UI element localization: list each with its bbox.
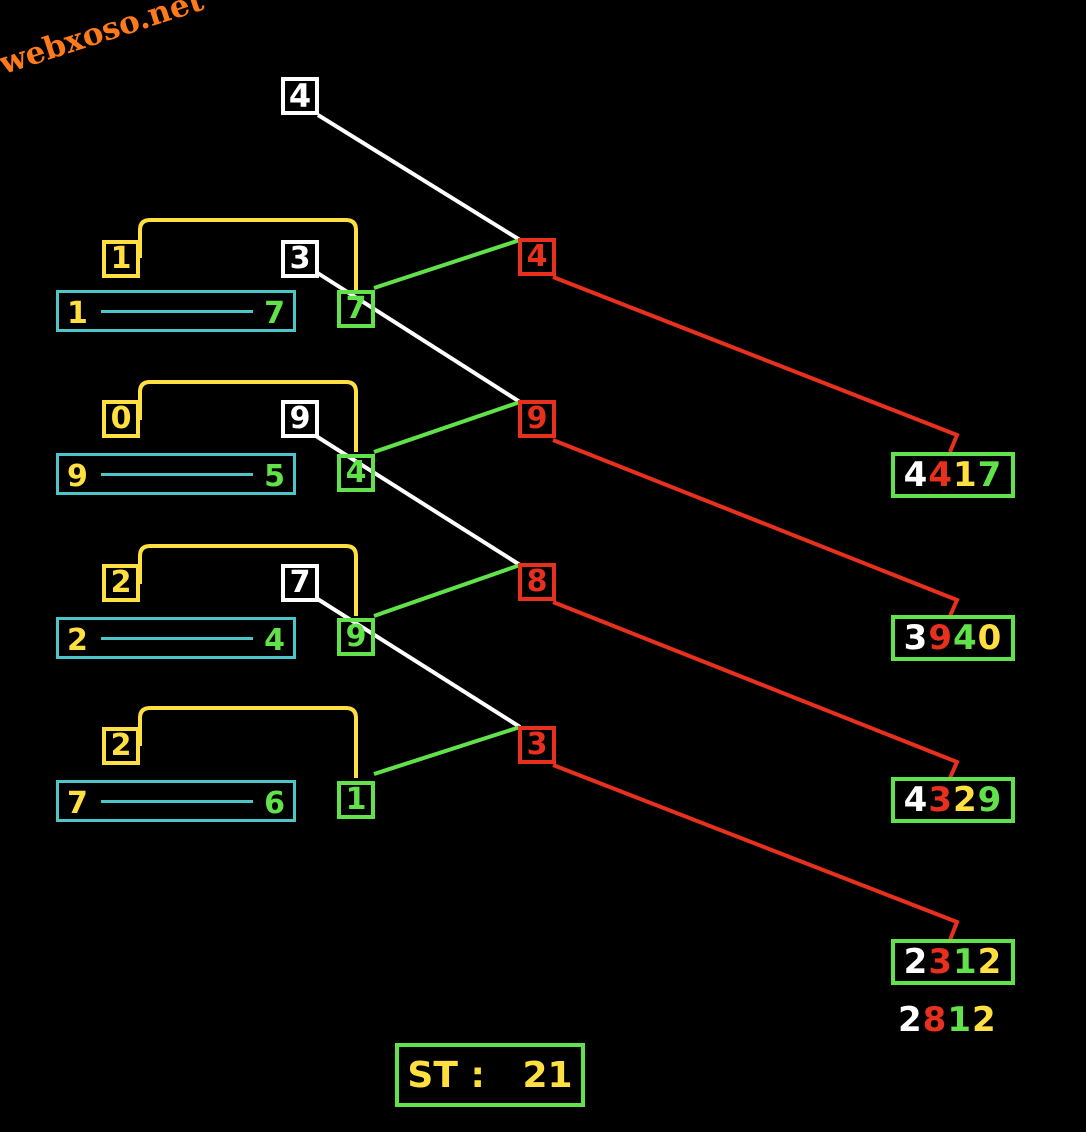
result-digit-4: 2 — [977, 942, 1003, 982]
pair-second-digit: 5 — [264, 459, 285, 494]
pair-box: 9 5 — [56, 453, 296, 495]
green-line-4 — [373, 725, 521, 776]
yellow-digit-box: 2 — [102, 727, 140, 765]
yellow-digit-box: 0 — [102, 400, 140, 438]
pair-box: 2 4 — [56, 617, 296, 659]
pair-first-digit: 7 — [67, 786, 88, 821]
green-line-2 — [373, 400, 521, 454]
final-digit-1: 2 — [898, 1000, 923, 1040]
result-digit-4: 9 — [977, 780, 1003, 820]
st-box: ST : 21 — [395, 1043, 585, 1107]
red-line-4 — [552, 763, 960, 941]
green-line-3 — [373, 563, 521, 618]
result-digit-2: 3 — [928, 780, 953, 820]
result-digit-3: 2 — [953, 780, 978, 820]
green-line-1 — [373, 238, 521, 290]
red-digit-box: 4 — [518, 238, 556, 276]
result-digit-3: 1 — [953, 455, 978, 495]
final-digit-2: 8 — [922, 1000, 948, 1040]
red-digit-box: 9 — [518, 400, 556, 438]
bracket-1 — [138, 218, 358, 290]
green-digit-box: 1 — [337, 781, 375, 819]
red-line-1 — [552, 275, 960, 453]
red-line-3 — [552, 600, 960, 779]
pair-second-digit: 7 — [264, 296, 285, 331]
result-digit-3: 4 — [953, 618, 978, 658]
pair-second-digit: 4 — [264, 623, 285, 658]
green-digit-box: 4 — [337, 454, 375, 492]
white-digit-box: 3 — [281, 240, 319, 278]
white-line-top — [316, 113, 522, 242]
result-digit-2: 9 — [928, 618, 953, 658]
top-digit-box: 4 — [281, 77, 319, 115]
result-digit-4: 0 — [977, 618, 1003, 658]
result-digit-1: 3 — [903, 618, 929, 658]
red-line-2 — [552, 438, 960, 617]
pair-first-digit: 2 — [67, 623, 88, 658]
st-value: 21 — [522, 1054, 573, 1096]
yellow-digit-box: 1 — [102, 240, 140, 278]
result-digit-3: 1 — [953, 942, 978, 982]
result-digit-1: 4 — [903, 780, 929, 820]
pair-first-digit: 1 — [67, 296, 88, 331]
red-digit-box: 3 — [518, 726, 556, 764]
final-number: 2812 — [898, 1000, 1022, 1040]
yellow-digit-box: 2 — [102, 564, 140, 602]
red-digit-box: 8 — [518, 563, 556, 601]
bracket-2 — [138, 380, 358, 452]
white-digit-box: 9 — [281, 400, 319, 438]
result-digit-4: 7 — [977, 455, 1003, 495]
pair-second-digit: 6 — [264, 786, 285, 821]
final-digit-3: 1 — [947, 1000, 973, 1040]
bracket-4 — [138, 706, 358, 778]
result-digit-1: 2 — [903, 942, 929, 982]
white-digit-box: 7 — [281, 564, 319, 602]
pair-first-digit: 9 — [67, 459, 88, 494]
result-digit-2: 4 — [928, 455, 953, 495]
pair-connector — [101, 800, 253, 803]
pair-box: 7 6 — [56, 780, 296, 822]
pair-box: 1 7 — [56, 290, 296, 332]
pair-connector — [101, 473, 253, 476]
result-digit-2: 3 — [928, 942, 953, 982]
green-digit-box: 9 — [337, 618, 375, 656]
final-digit-4: 2 — [972, 1000, 997, 1040]
pair-connector — [101, 637, 253, 640]
bracket-3 — [138, 544, 358, 616]
result-digit-1: 4 — [903, 455, 929, 495]
st-label: ST : — [407, 1054, 485, 1096]
pair-connector — [101, 310, 253, 313]
green-digit-box: 7 — [337, 290, 375, 328]
